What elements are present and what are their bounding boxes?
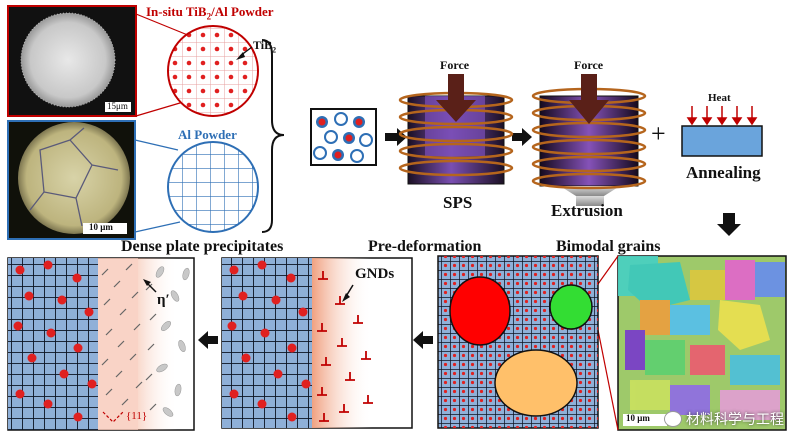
wechat-icon	[664, 411, 682, 427]
al-powder-label: Al Powder	[178, 127, 237, 142]
sps-label: SPS	[443, 193, 473, 212]
bimodal-title: Bimodal grains	[556, 238, 661, 255]
micrograph-al-powder	[7, 120, 136, 240]
watermark: 材料科学与工程	[664, 409, 784, 429]
gnds-label: GNDs	[355, 266, 395, 282]
pre-deformation-title: Pre-deformation	[368, 238, 482, 255]
insitu-powder-label: In-situ TiB2/Al Powder	[146, 4, 274, 22]
pre-deformation-panel	[221, 257, 413, 429]
extrusion-label: Extrusion	[551, 201, 623, 220]
scale-bar-10b: 10 μm	[626, 413, 650, 423]
arrow-down-icon	[717, 213, 741, 236]
mixed-powder-box	[310, 108, 377, 166]
bimodal-panel	[437, 255, 599, 429]
scale-bar-15: 15μm	[107, 101, 128, 111]
annealing-label: Annealing	[686, 163, 761, 182]
force-label-sps: Force	[440, 58, 470, 72]
schematic-insitu	[167, 25, 259, 117]
dense-plate-title: Dense plate precipitates	[121, 238, 284, 255]
extrusion-die	[531, 74, 647, 206]
arrow-left-icon	[413, 331, 433, 349]
tib2-label: TiB2	[253, 38, 277, 55]
ebsd-map	[617, 255, 787, 431]
brace	[261, 39, 285, 233]
schematic-al	[167, 141, 259, 233]
eta-prime-label: η′	[157, 292, 170, 308]
heat-label: Heat	[708, 92, 731, 104]
arrow-left-icon	[198, 331, 218, 349]
dense-plate-panel	[7, 257, 195, 431]
sps-die	[398, 74, 514, 185]
watermark-text: 材料科学与工程	[686, 412, 784, 428]
annealing-box	[681, 106, 763, 157]
plane-label: {11}	[126, 410, 148, 422]
scale-bar-10a: 10 μm	[89, 222, 113, 232]
arrow-right-icon	[512, 128, 532, 146]
plus-sign: +	[651, 119, 666, 148]
micrograph-insitu-powder	[7, 5, 137, 117]
force-label-extrusion: Force	[574, 58, 604, 72]
